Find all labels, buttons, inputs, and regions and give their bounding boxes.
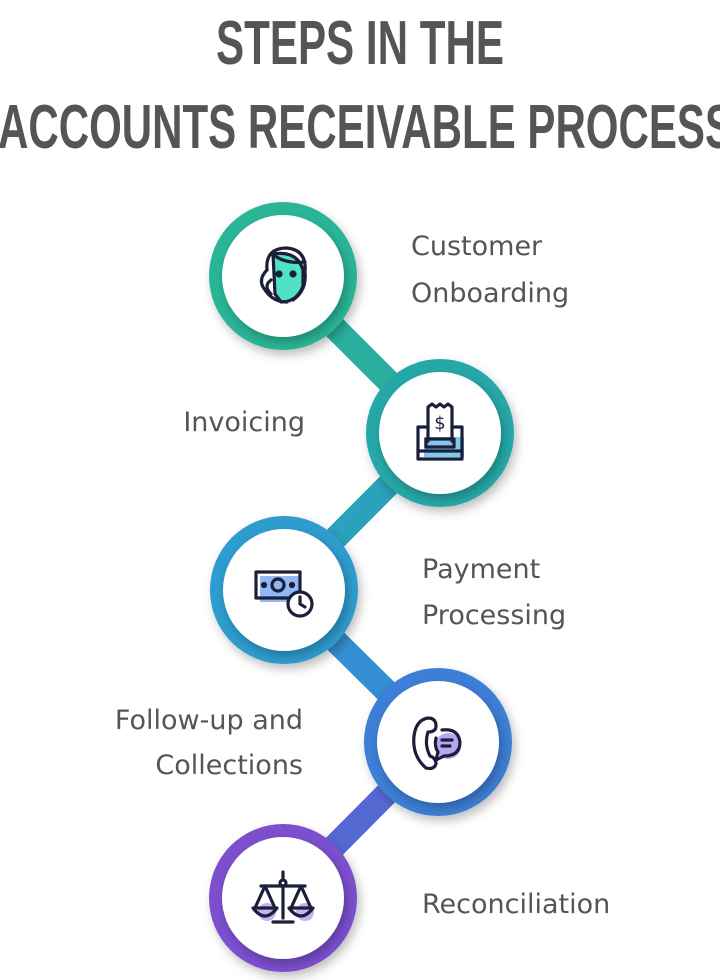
receipt-printer-dollar-icon: $ [416,402,464,461]
step-1-node [209,202,357,350]
step-1-label-line-1: Customer [411,231,543,262]
title-line-2: ACCOUNTS RECEIVABLE PROCESS [0,93,720,162]
balance-scale-icon [251,870,315,924]
step-3-label-line-2: Processing [422,600,566,631]
step-4-label-line-1: Follow-up and [115,705,303,736]
step-5-node [209,824,357,972]
step-2-inner [379,372,501,494]
title-line-1: STEPS IN THE [216,9,504,78]
step-4-label-line-2: Collections [155,750,303,781]
svg-text:$: $ [434,413,445,434]
step-2-node: $ [366,359,514,507]
step-1-label-line-2: Onboarding [411,278,569,309]
step-2-label: Invoicing [183,407,305,438]
step-3-label-line-1: Payment [422,554,540,585]
phone-chat-bubble-icon [412,716,462,771]
customer-support-headset-icon [259,246,307,304]
step-3-node [210,516,358,664]
cash-with-clock-icon [254,570,314,618]
step-5-label: Reconciliation [422,889,610,920]
step-4-node [364,668,512,816]
